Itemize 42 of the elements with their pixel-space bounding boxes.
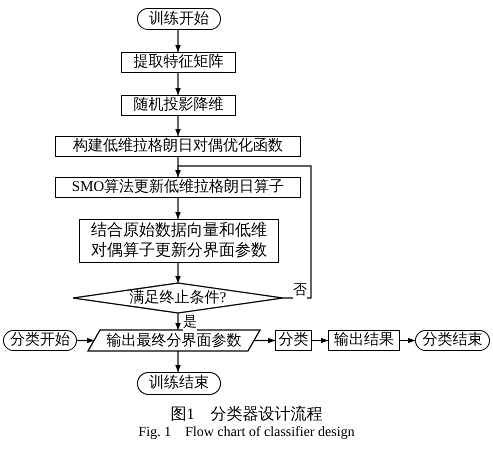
node-text: 构建低维拉格朗日对偶优化函数 xyxy=(73,137,283,155)
process-box xyxy=(275,330,312,351)
process-box xyxy=(55,136,301,157)
terminal-shape xyxy=(137,8,221,30)
terminal-shape xyxy=(3,330,77,351)
arrow xyxy=(175,198,181,219)
terminal-shape xyxy=(137,372,221,395)
arrow xyxy=(312,338,328,344)
arrow xyxy=(175,165,312,299)
arrow xyxy=(175,351,181,372)
node-text: 训练开始 xyxy=(149,10,209,28)
caption-text: 图1 分类器设计流程 xyxy=(170,406,322,423)
edge-label: 是 xyxy=(183,313,197,331)
node-text: 提取特征矩阵 xyxy=(134,53,224,71)
node-text: 随机投影降维 xyxy=(134,96,224,114)
node-text: 结合原始数据向量和低维对偶算子更新分界面参数 xyxy=(90,220,268,260)
node-text: 分类结束 xyxy=(422,331,482,349)
arrow xyxy=(400,338,415,344)
node-text: SMO算法更新低维拉格朗日算子 xyxy=(72,178,284,196)
arrow xyxy=(77,338,94,344)
arrow xyxy=(175,313,181,330)
node-text: 满足终止条件? xyxy=(130,289,226,307)
caption-text: Fig. 1 Flow chart of classifier design xyxy=(138,425,355,440)
arrow xyxy=(175,73,181,95)
process-box xyxy=(328,330,400,351)
node-text: 分类开始 xyxy=(10,331,70,349)
arrow xyxy=(175,263,181,283)
arrow xyxy=(175,30,181,52)
process-box xyxy=(121,52,236,73)
node-text: 训练结束 xyxy=(149,374,209,392)
terminal-shape xyxy=(415,330,490,351)
arrow xyxy=(175,116,181,136)
edge-label: 否 xyxy=(293,281,307,299)
io-parallelogram xyxy=(88,330,260,351)
node-text: 分类 xyxy=(278,331,308,349)
node-text: 输出结果 xyxy=(334,331,394,349)
process-box xyxy=(55,177,301,198)
node-text: 输出最终分界面参数 xyxy=(106,332,242,350)
process-box xyxy=(79,219,279,263)
decision-diamond xyxy=(73,283,283,313)
process-box xyxy=(121,95,236,116)
arrow xyxy=(254,338,275,344)
